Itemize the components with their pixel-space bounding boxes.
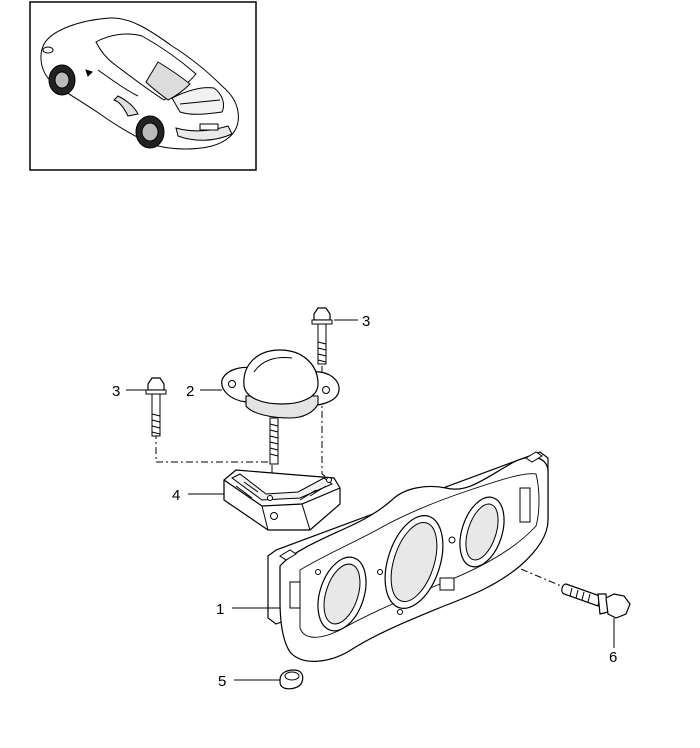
- leader-lines: [126, 319, 615, 681]
- callout-6: 6: [609, 649, 617, 666]
- callout-3-top: 3: [362, 313, 370, 330]
- plate-hole: [397, 609, 403, 615]
- mount-flange-hole: [322, 386, 330, 394]
- plate-hole: [377, 569, 383, 575]
- mount-flange-hole: [228, 380, 236, 388]
- plate-hole: [315, 569, 321, 575]
- mount-stud: [269, 417, 279, 465]
- callout-3-left: 3: [112, 383, 120, 400]
- plate-tab: [525, 451, 543, 463]
- vehicle-thumbnail: [29, 1, 257, 171]
- bolt-left: [145, 377, 167, 437]
- plate-slot-right: [519, 487, 531, 523]
- plate-window-right: [459, 496, 505, 568]
- engine-mount: [221, 349, 340, 465]
- plate-bolt-hole: [448, 536, 456, 544]
- block-hole: [267, 495, 273, 501]
- block-hole: [270, 512, 278, 520]
- plate-window-center: [384, 515, 444, 609]
- plate-slot-left: [289, 581, 301, 609]
- bolt-top: [311, 307, 333, 365]
- plate-tab: [279, 549, 297, 561]
- nut: [279, 669, 304, 690]
- flange-bolt: [561, 583, 631, 619]
- block-hole: [326, 477, 332, 483]
- mount-bracket-plate: [267, 451, 549, 662]
- callout-2: 2: [186, 383, 194, 400]
- support-block: [223, 469, 341, 531]
- plate-window-left: [317, 556, 367, 632]
- plate-square-tab: [439, 577, 455, 591]
- callout-1: 1: [216, 601, 224, 618]
- callout-4: 4: [172, 487, 180, 504]
- callout-5: 5: [218, 673, 226, 690]
- car-illustration: [40, 17, 239, 150]
